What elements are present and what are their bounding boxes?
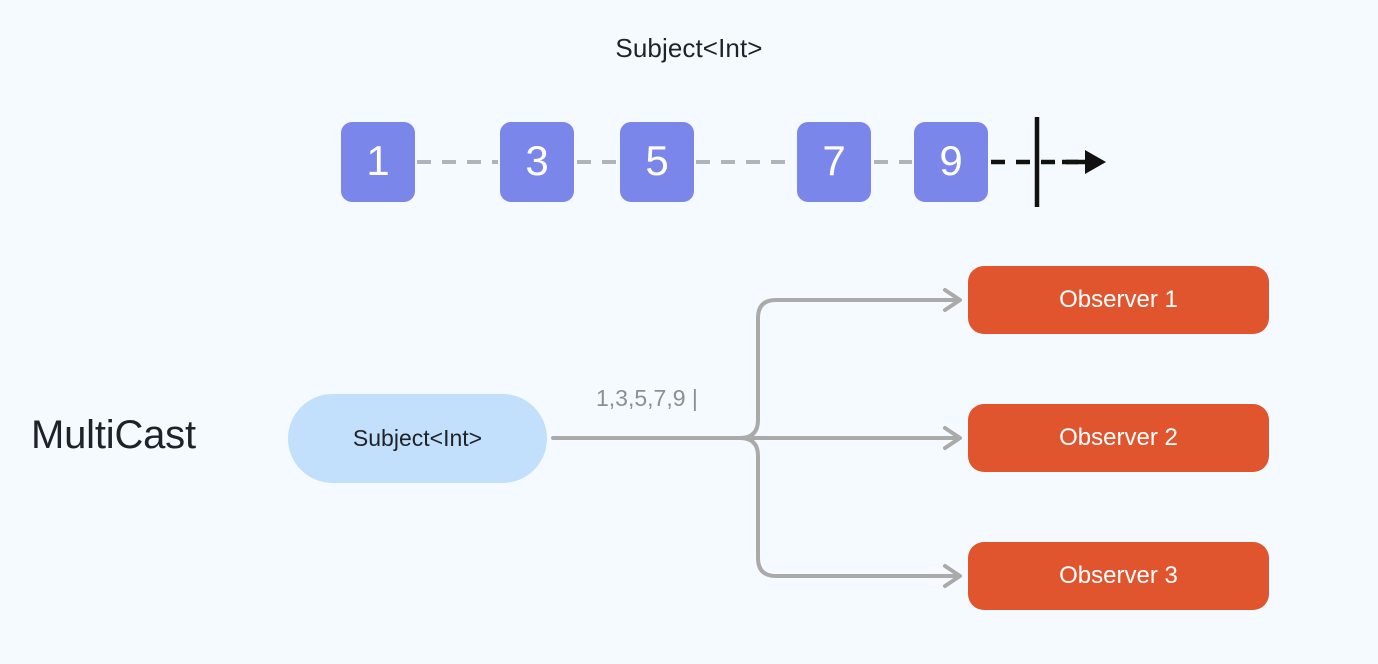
emission-sequence-label: 1,3,5,7,9 |: [596, 385, 698, 411]
observer-node-3[interactable]: Observer 3: [968, 542, 1269, 610]
observer-node-1[interactable]: Observer 1: [968, 266, 1269, 334]
marble-arrow-head: [1085, 150, 1106, 174]
marble-event-5: 5: [620, 122, 694, 202]
observer-label: Observer 3: [1059, 562, 1178, 589]
marble-event-value: 1: [366, 137, 390, 184]
marble-event-3: 3: [500, 122, 574, 202]
observer-node-2[interactable]: Observer 2: [968, 404, 1269, 472]
subject-node-label: Subject<Int>: [352, 425, 483, 451]
marble-event-9: 9: [914, 122, 988, 202]
marble-event-value: 5: [645, 137, 669, 184]
multicast-section-label: MultiCast: [31, 413, 196, 457]
marble-diagram-title: Subject<Int>: [615, 33, 763, 63]
marble-event-value: 9: [939, 137, 963, 184]
arrowhead-observer-1: [943, 288, 962, 312]
subject-node[interactable]: Subject<Int>: [288, 394, 547, 483]
arrowhead-observer-3: [943, 564, 962, 588]
observer-label: Observer 2: [1059, 424, 1178, 451]
marble-event-1: 1: [341, 122, 415, 202]
marble-event-value: 3: [525, 137, 549, 184]
marble-event-7: 7: [797, 122, 871, 202]
connector-to-observer-3: [738, 436, 960, 578]
connector-to-observer-1: [738, 298, 960, 440]
marble-event-value: 7: [822, 137, 846, 184]
arrowhead-observer-2: [943, 426, 962, 450]
observer-label: Observer 1: [1059, 286, 1178, 313]
